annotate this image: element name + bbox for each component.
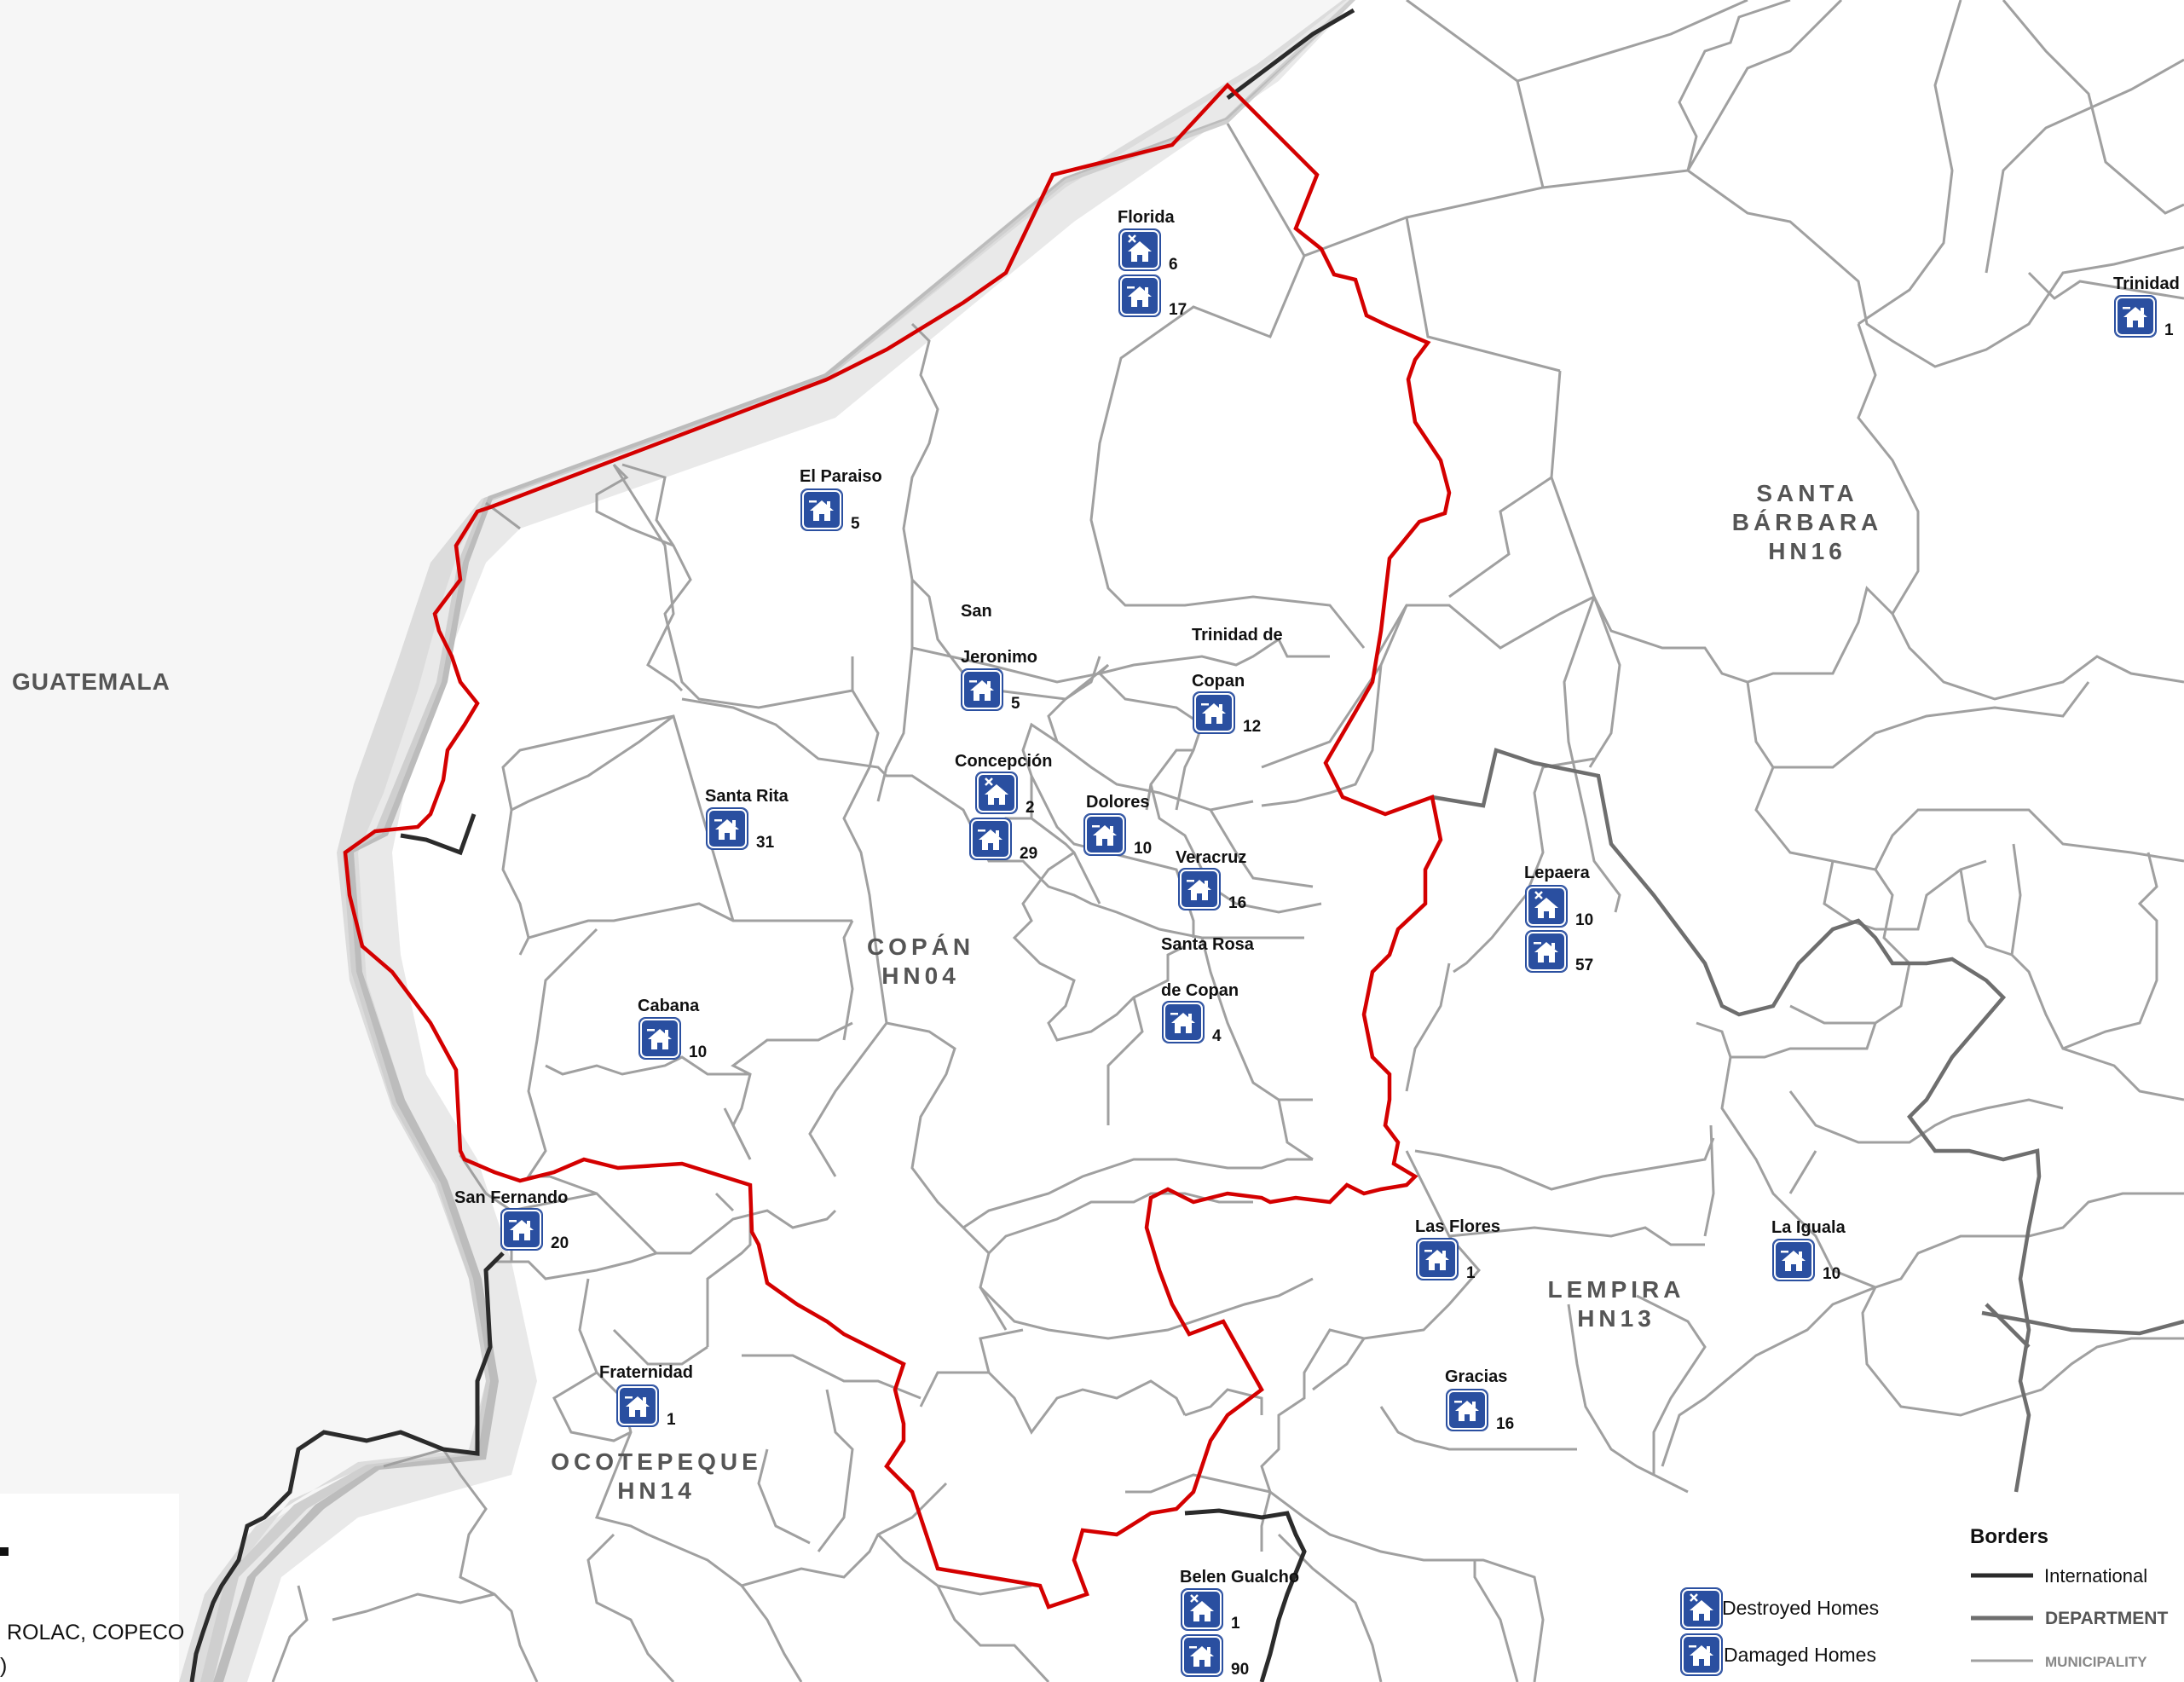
municipality-gracias: Gracias	[1445, 1367, 1508, 1386]
destroyed-home-icon	[1182, 1589, 1222, 1630]
country-label-guatemala: GUATEMALA	[12, 668, 170, 695]
damaged-home-icon	[1119, 275, 1160, 316]
dolores-damaged-count: 10	[1134, 840, 1153, 858]
fraternidad-damaged-count: 1	[667, 1411, 676, 1429]
legend-damaged-label: Damaged Homes	[1724, 1644, 1876, 1666]
damaged-home-icon	[1084, 814, 1125, 855]
santa-barbara-code: HN16	[1768, 538, 1846, 564]
damaged-home-icon	[1417, 1239, 1458, 1280]
damaged-home-icon	[1193, 692, 1234, 733]
department-label-ocotepeque: OCOTEPEQUE HN14	[537, 1448, 776, 1506]
legend-destroyed-icon	[1681, 1588, 1722, 1629]
legend-department-label: DEPARTMENT	[2045, 1609, 2169, 1628]
copan-name: COPÁN	[866, 933, 975, 960]
lempira-name: LEMPIRA	[1547, 1276, 1685, 1303]
municipality-concepcion: Concepción	[955, 752, 1053, 771]
damaged-home-icon	[1526, 931, 1567, 972]
concepcion-destroyed-count: 2	[1026, 799, 1035, 817]
municipality-santa-rosa-de-copan-1: Santa Rosa	[1161, 935, 1254, 954]
damaged-home-icon	[1182, 1635, 1222, 1676]
guatemala-buffer	[179, 0, 1355, 1682]
florida-destroyed-count: 6	[1169, 256, 1178, 274]
legend-damaged-icon	[1681, 1634, 1722, 1675]
damaged-home-icon	[1773, 1240, 1814, 1280]
destroyed-home-icon	[1526, 886, 1567, 927]
damaged-home-icon	[1179, 869, 1220, 910]
municipality-santa-rita: Santa Rita	[705, 787, 789, 806]
municipality-belen-gualcho: Belen Gualcho	[1180, 1568, 1300, 1587]
lepaera-damaged-count: 57	[1575, 957, 1594, 974]
municipality-trinidad-de-copan-2: Copan	[1192, 672, 1245, 691]
damaged-home-icon	[1447, 1390, 1488, 1431]
damaged-home-icon	[970, 818, 1011, 859]
legend-borders-title: Borders	[1970, 1525, 2049, 1548]
department-label-lempira: LEMPIRA HN13	[1514, 1275, 1719, 1333]
trinidad-de-copan-damaged-count: 12	[1243, 718, 1262, 736]
damaged-home-icon	[617, 1385, 658, 1426]
las-flores-damaged-count: 1	[1466, 1264, 1476, 1282]
municipality-san-jeronimo-2: Jeronimo	[961, 648, 1038, 667]
damaged-home-icon	[962, 669, 1002, 710]
lepaera-destroyed-count: 10	[1575, 911, 1594, 929]
municipality-la-iguala: La Iguala	[1771, 1218, 1846, 1237]
el-paraiso-damaged-count: 5	[851, 515, 860, 533]
municipality-veracruz: Veracruz	[1176, 848, 1247, 867]
legend-municipality-label: MUNICIPALITY	[2045, 1654, 2147, 1670]
santa-rosa-de-copan-damaged-count: 4	[1212, 1027, 1222, 1045]
municipality-trinidad: Trinidad	[2113, 275, 2180, 293]
legend-swatches	[1971, 1573, 2033, 1662]
la-iguala-damaged-count: 10	[1823, 1265, 1841, 1283]
ocotepeque-name: OCOTEPEQUE	[551, 1448, 762, 1475]
copan-code: HN04	[881, 962, 960, 989]
municipality-dolores: Dolores	[1086, 793, 1150, 812]
lempira-code: HN13	[1577, 1305, 1655, 1332]
credit-line-1: ROLAC, COPECO	[7, 1621, 185, 1644]
gracias-damaged-count: 16	[1496, 1415, 1515, 1433]
municipality-trinidad-de-copan-1: Trinidad de	[1192, 626, 1283, 644]
san-jeronimo-damaged-count: 5	[1011, 695, 1020, 713]
santa-rita-damaged-count: 31	[756, 834, 775, 852]
damaged-home-icon	[801, 489, 842, 530]
municipality-el-paraiso: El Paraiso	[800, 467, 882, 486]
concepcion-damaged-count: 29	[1020, 845, 1038, 863]
santa-barbara-name-2: BÁRBARA	[1731, 509, 1883, 535]
copan-highlight-border	[343, 82, 1452, 1610]
cabana-damaged-count: 10	[689, 1043, 708, 1061]
destroyed-home-icon	[976, 772, 1017, 813]
municipality-san-jeronimo-1: San	[961, 602, 992, 621]
international-border	[189, 8, 1355, 1682]
san-fernando-damaged-count: 20	[551, 1234, 569, 1252]
destroyed-home-icon	[1119, 229, 1160, 270]
department-borders	[1431, 748, 2184, 1493]
department-label-copan: COPÁN HN04	[818, 933, 1023, 991]
ocotepeque-code: HN14	[617, 1477, 696, 1504]
florida-damaged-count: 17	[1169, 301, 1187, 319]
municipality-florida: Florida	[1118, 208, 1175, 227]
damaged-home-icon	[2115, 296, 2156, 337]
damaged-home-icon	[1163, 1002, 1204, 1043]
municipality-fraternidad: Fraternidad	[599, 1363, 694, 1382]
santa-barbara-name-1: SANTA	[1756, 480, 1858, 506]
damaged-home-icon	[639, 1018, 680, 1059]
damaged-home-icon	[707, 808, 748, 849]
municipality-san-fernando: San Fernando	[454, 1188, 569, 1207]
trinidad-damaged-count: 1	[2164, 321, 2174, 339]
municipality-lepaera: Lepaera	[1524, 864, 1590, 882]
legend-international-label: International	[2044, 1565, 2148, 1587]
credit-line-2: )	[0, 1654, 8, 1678]
belen-gualcho-destroyed-count: 1	[1231, 1615, 1240, 1633]
municipality-borders	[271, 0, 2184, 1682]
credit-panel	[0, 1494, 179, 1682]
municipality-cabana: Cabana	[638, 997, 700, 1015]
damaged-home-icon	[501, 1209, 542, 1250]
department-label-santa-barbara: SANTA BÁRBARA HN16	[1705, 479, 1910, 566]
belen-gualcho-damaged-count: 90	[1231, 1661, 1250, 1679]
veracruz-damaged-count: 16	[1228, 894, 1247, 912]
credit-mark	[0, 1547, 9, 1556]
municipality-las-flores: Las Flores	[1415, 1217, 1501, 1236]
legend-destroyed-label: Destroyed Homes	[1722, 1597, 1880, 1619]
municipality-santa-rosa-de-copan-2: de Copan	[1161, 981, 1239, 1000]
